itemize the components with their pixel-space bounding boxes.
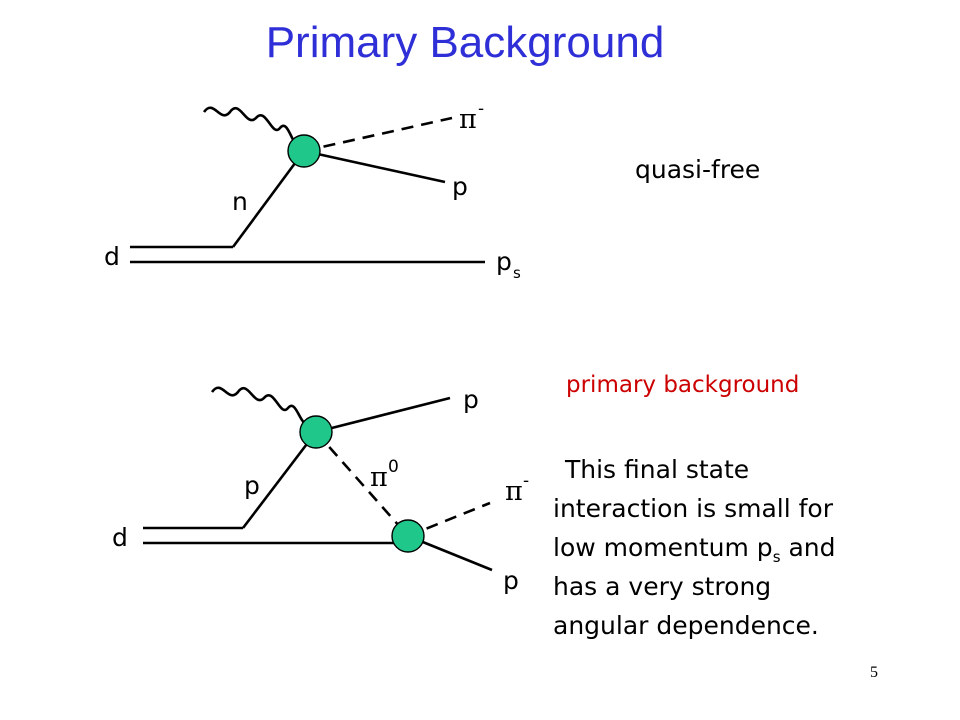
neutron-line <box>231 150 306 248</box>
annotation-quasi-free: quasi-free <box>635 155 760 184</box>
explanation-line-2: interaction is small for <box>553 494 834 523</box>
proton-out-top-line <box>315 396 451 434</box>
proton-out-line <box>303 149 446 184</box>
label-n: n <box>232 187 248 216</box>
page-number: 5 <box>870 664 878 681</box>
label-p-top-out: p <box>452 172 468 201</box>
explanation-line-3-end: and <box>781 533 836 562</box>
label-d-top: d <box>104 242 120 271</box>
pion-minus-line-bottom <box>407 501 491 538</box>
label-ps: p <box>496 247 512 276</box>
label-p-in: p <box>244 471 260 500</box>
vertex-bottom-lower <box>391 519 425 553</box>
proton-in-line <box>241 431 318 529</box>
label-pi-minus-bottom-sup: - <box>523 471 529 491</box>
label-p-bottom-out: p <box>503 566 519 595</box>
pion-minus-line <box>303 116 453 153</box>
explanation-line-1: This final state <box>564 455 749 484</box>
label-pi-zero-sup: 0 <box>388 457 399 477</box>
explanation-line-3-text: low momentum p <box>553 533 773 562</box>
pion-zero-line <box>315 431 409 537</box>
explanation-line-5: angular dependence. <box>553 611 819 640</box>
label-pi-minus-top-sup: - <box>478 99 484 119</box>
slide-title: Primary Background <box>265 18 665 67</box>
diagram-quasi-free: d n p p s π - quasi-free <box>104 99 760 282</box>
vertex-bottom-upper <box>299 415 333 449</box>
explanation-line-3: low momentum ps and <box>553 533 836 566</box>
label-d-bottom: d <box>112 523 128 552</box>
explanation-text: This final state interaction is small fo… <box>553 455 836 640</box>
label-pi-minus-top: π <box>459 104 477 135</box>
vertex-top <box>287 134 321 168</box>
diagram-primary-background: d p p p π 0 π - primary background <box>112 372 799 595</box>
explanation-line-3-subscript: s <box>773 548 781 566</box>
label-ps-subscript: s <box>513 264 521 282</box>
label-p-top-bottom: p <box>463 385 479 414</box>
photon-line-bottom <box>210 386 309 426</box>
explanation-line-4: has a very strong <box>553 572 771 601</box>
photon-line <box>202 106 299 146</box>
label-pi-zero: π <box>370 462 388 493</box>
annotation-primary-background: primary background <box>566 372 799 398</box>
label-pi-minus-bottom: π <box>505 476 523 507</box>
